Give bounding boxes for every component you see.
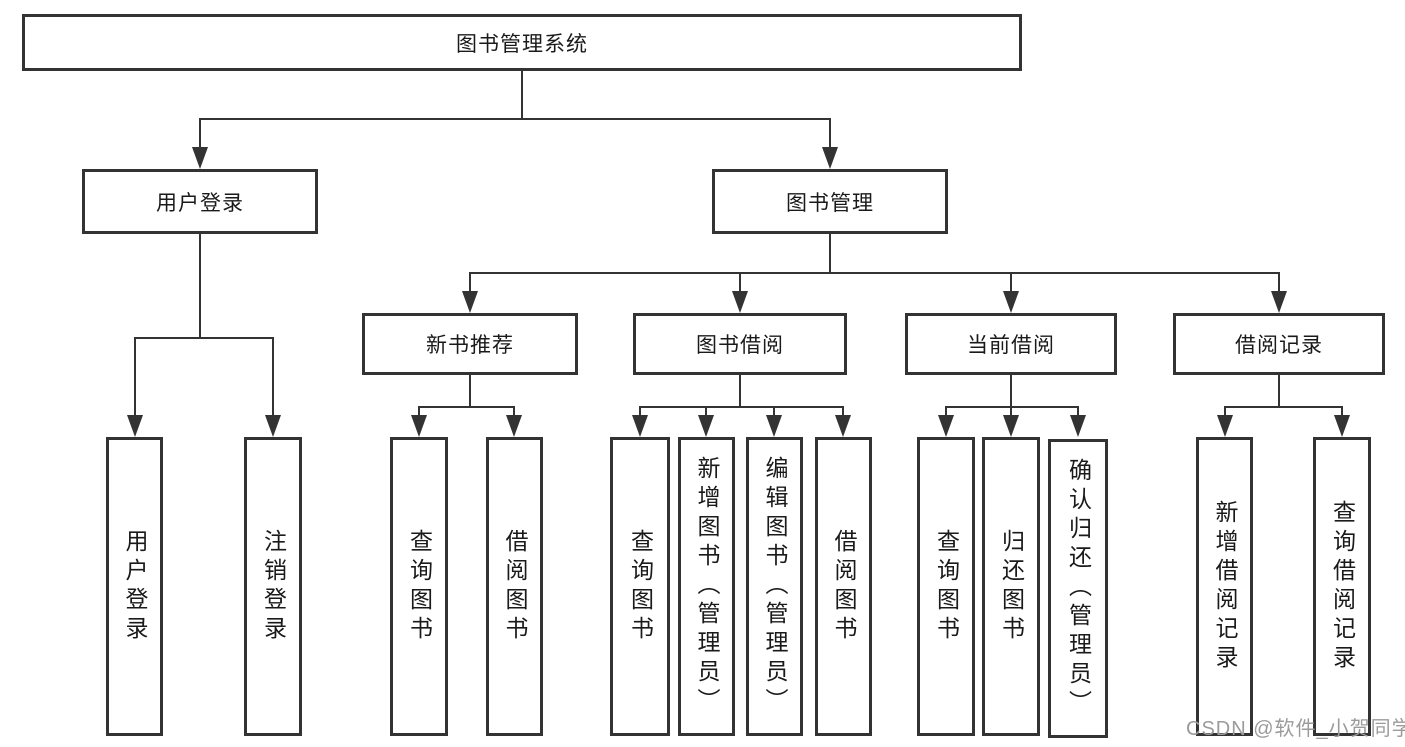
connector-stem — [773, 406, 775, 417]
leaf-records-add-record: 新增借阅记录 — [1196, 437, 1253, 736]
node-label: 查询借阅记录 — [1329, 499, 1356, 674]
connector-stem — [1224, 406, 1226, 417]
node-label: 查询图书 — [627, 528, 654, 645]
node-library-management-system: 图书管理系统 — [22, 14, 1022, 71]
node-label: 注销登录 — [260, 528, 287, 645]
connector-leaf-stem — [272, 337, 274, 417]
connector-root-stem — [521, 71, 523, 118]
node-label: 用户登录 — [122, 528, 148, 645]
arrow-down-icon — [1003, 415, 1019, 437]
arrow-down-icon — [506, 415, 522, 437]
connector-leaf-stem — [134, 337, 136, 417]
arrow-down-icon — [938, 415, 954, 437]
connector-stem — [1278, 272, 1280, 292]
node-label: 新增借阅记录 — [1212, 499, 1238, 674]
leaf-user-login: 用户登录 — [106, 437, 163, 736]
connector-stem — [1077, 406, 1079, 417]
node-current-borrowing: 当前借阅 — [905, 313, 1117, 375]
node-label: 用户登录 — [156, 191, 244, 215]
arrow-down-icon — [835, 415, 851, 437]
connector-down — [1010, 375, 1012, 406]
arrow-down-icon — [462, 291, 478, 313]
node-label: 归还图书 — [998, 528, 1025, 645]
leaf-newbook-borrow-books: 借阅图书 — [486, 437, 543, 736]
connector-stem — [513, 406, 515, 417]
connector-stem — [418, 406, 420, 417]
leaf-borrow-edit-books-admin: 编辑图书（管理员） — [746, 437, 803, 736]
node-new-book-recommend: 新书推荐 — [362, 313, 578, 375]
leaf-borrow-query-books: 查询图书 — [610, 437, 670, 736]
connector-mgmt-stem — [829, 118, 831, 149]
node-label: 新书推荐 — [426, 334, 514, 357]
leaf-current-return-books: 归还图书 — [982, 437, 1040, 736]
connector-stem — [842, 406, 844, 417]
arrow-down-icon — [411, 415, 427, 437]
leaf-borrow-borrow-books: 借阅图书 — [815, 437, 872, 736]
connector-login-stem — [199, 118, 201, 149]
connector-down — [1278, 375, 1280, 406]
node-label: 借阅图书 — [831, 528, 857, 645]
node-label: 当前借阅 — [967, 334, 1055, 357]
arrow-down-icon — [265, 415, 281, 437]
connector-rail — [1224, 406, 1343, 408]
leaf-logout: 注销登录 — [244, 437, 302, 736]
node-label: 查询图书 — [406, 528, 433, 645]
arrow-down-icon — [192, 147, 208, 169]
arrow-down-icon — [1334, 415, 1350, 437]
leaf-current-confirm-return-admin: 确认归还（管理员） — [1048, 439, 1108, 738]
node-label: 图书借阅 — [696, 334, 784, 357]
node-borrowing-records: 借阅记录 — [1173, 313, 1385, 375]
leaf-current-query-books: 查询图书 — [917, 437, 975, 736]
connector-stem — [945, 406, 947, 417]
connector-stem — [469, 272, 471, 292]
connector-rail — [418, 406, 515, 408]
node-label: 确认归还（管理员） — [1065, 458, 1092, 719]
arrow-down-icon — [1271, 291, 1287, 313]
connector-login-down — [199, 234, 201, 337]
connector-rail — [639, 406, 844, 408]
node-user-login: 用户登录 — [82, 169, 318, 234]
node-label: 编辑图书（管理员） — [762, 456, 788, 717]
connector-stem — [639, 406, 641, 417]
arrow-down-icon — [1217, 415, 1233, 437]
arrow-down-icon — [1070, 415, 1086, 437]
connector-mgmt-down — [829, 234, 831, 272]
node-label: 借阅记录 — [1235, 334, 1323, 357]
connector-stem — [1010, 406, 1012, 417]
connector-down — [469, 375, 471, 406]
connector-down — [739, 375, 741, 406]
leaf-borrow-add-books-admin: 新增图书（管理员） — [678, 437, 735, 736]
connector-stem — [1010, 272, 1012, 292]
connector-level3-rail — [469, 272, 1280, 274]
csdn-watermark: CSDN @软件_小贺同学 — [1186, 718, 1405, 740]
connector-stem — [1341, 406, 1343, 417]
node-book-management: 图书管理 — [712, 169, 948, 234]
connector-rail — [945, 406, 1079, 408]
connector-login-rail — [134, 337, 274, 339]
node-label: 借阅图书 — [502, 528, 528, 645]
arrow-down-icon — [1003, 291, 1019, 313]
arrow-down-icon — [822, 147, 838, 169]
node-label: 查询图书 — [933, 528, 960, 645]
arrow-down-icon — [766, 415, 782, 437]
node-label: 新增图书（管理员） — [694, 456, 720, 717]
arrow-down-icon — [632, 415, 648, 437]
leaf-records-query-record: 查询借阅记录 — [1313, 437, 1371, 736]
node-label: 图书管理系统 — [456, 32, 588, 56]
connector-stem — [739, 272, 741, 292]
arrow-down-icon — [127, 415, 143, 437]
node-label: 图书管理 — [786, 191, 874, 215]
connector-stem — [705, 406, 707, 417]
connector-level2-rail — [199, 118, 831, 120]
arrow-down-icon — [732, 291, 748, 313]
arrow-down-icon — [698, 415, 714, 437]
leaf-newbook-query-books: 查询图书 — [390, 437, 448, 736]
node-book-borrowing: 图书借阅 — [633, 313, 847, 375]
